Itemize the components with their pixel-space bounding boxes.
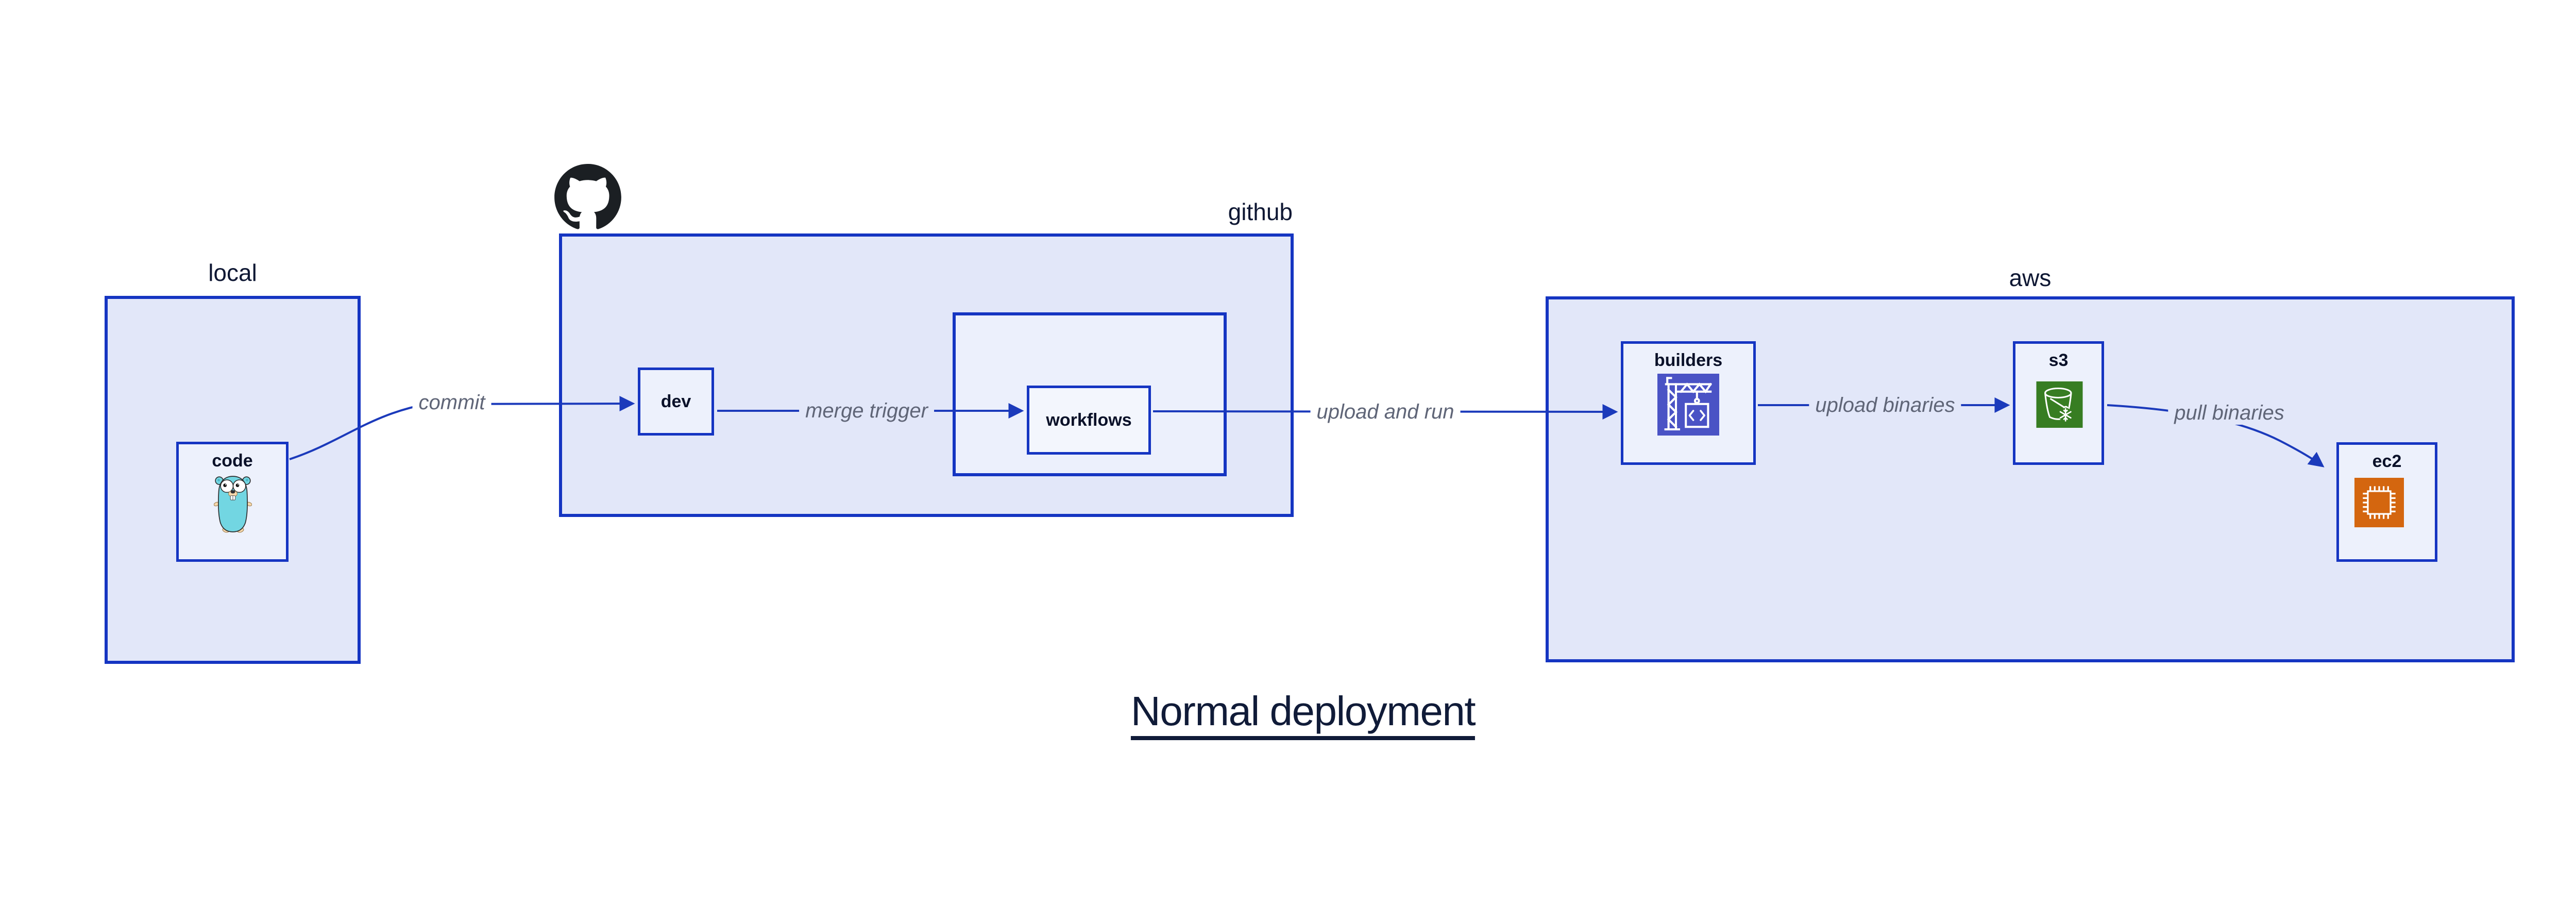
node-ec2-label: ec2 xyxy=(2372,452,2402,471)
node-workflows: workflows xyxy=(1027,386,1151,455)
edge-label-merge-trigger: merge trigger xyxy=(799,399,934,423)
local-container-label: local xyxy=(208,259,257,286)
node-code-label: code xyxy=(212,451,253,471)
github-container-label: github xyxy=(1228,198,1293,225)
node-workflows-label: workflows xyxy=(1046,410,1132,430)
node-s3: s3 xyxy=(2013,341,2104,465)
node-dev-label: dev xyxy=(660,391,691,411)
crane-codebuild-icon xyxy=(1657,373,1719,439)
node-builders: builders xyxy=(1621,341,1756,465)
aws-container-label: aws xyxy=(2009,264,2052,291)
node-code: code xyxy=(176,442,289,562)
edge-label-commit: commit xyxy=(412,391,492,414)
bucket-snowflake-icon xyxy=(2036,381,2083,430)
node-ec2: ec2 xyxy=(2336,442,2437,562)
edge-label-upload-binaries: upload binaries xyxy=(1809,393,1961,417)
node-dev: dev xyxy=(638,368,714,436)
edge-label-pull-binaries: pull binaries xyxy=(2168,401,2291,425)
chip-icon xyxy=(2354,478,2404,530)
octocat-icon xyxy=(554,164,621,232)
diagram-title: Normal deployment xyxy=(1130,689,1476,740)
gopher-icon xyxy=(213,475,252,536)
node-builders-label: builders xyxy=(1654,350,1723,370)
node-s3-label: s3 xyxy=(2048,350,2069,370)
edge-label-upload-and-run: upload and run xyxy=(1310,400,1461,424)
